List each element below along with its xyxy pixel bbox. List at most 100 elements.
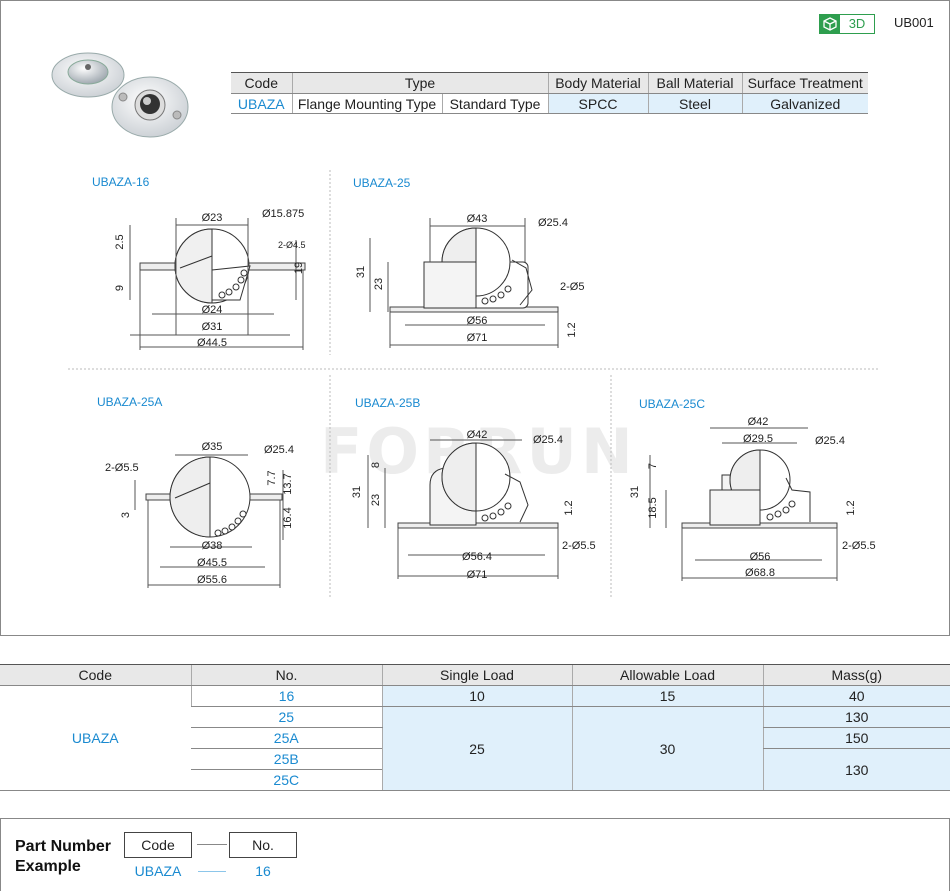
3d-view-button[interactable]: 3D [819, 14, 875, 34]
drawing-title-25a: UBAZA-25A [97, 395, 163, 409]
3d-label: 3D [848, 16, 866, 31]
spec-header-surface: Surface Treatment [741, 72, 868, 94]
dim: Ø15.875 [262, 208, 304, 220]
dim: Ø56 [467, 315, 488, 327]
dim: 7.7 [266, 470, 278, 485]
mass: 130 [762, 706, 950, 728]
dim: 18.5 [647, 497, 659, 518]
dim: 13.7 [282, 473, 294, 494]
allowable-load: 15 [571, 685, 763, 707]
dim: 8 [370, 462, 382, 468]
dim: Ø35 [202, 441, 223, 453]
dim: 1.2 [563, 500, 575, 515]
dim: Ø55.6 [197, 574, 227, 586]
dim: Ø56 [750, 551, 771, 563]
drawing-title-25: UBAZA-25 [353, 176, 411, 190]
drawing-title-25b: UBAZA-25B [355, 396, 421, 410]
dim: 1.2 [566, 322, 578, 337]
spec-body-material: SPCC [547, 93, 648, 114]
mass: 40 [762, 685, 950, 707]
cube-icon [820, 15, 840, 33]
single-load: 25 [381, 706, 572, 791]
dim: 2-Ø5.5 [105, 462, 139, 474]
dim: Ø45.5 [197, 557, 227, 569]
code-value: UBAZA [134, 863, 182, 879]
dim: 1.2 [845, 500, 857, 515]
dim: 31 [629, 486, 641, 498]
dim: Ø25.4 [815, 435, 845, 447]
model-number: UB001 [894, 15, 934, 30]
dim: Ø71 [467, 569, 488, 581]
drawing-ubaza-25: Ø43 Ø25.4 31 23 2-Ø5 Ø56 Ø71 1.2 [355, 213, 584, 348]
table-row-no[interactable]: 25C [191, 769, 382, 791]
part-number-title-line1: Part Number [15, 838, 112, 855]
dim: Ø44.5 [197, 337, 227, 349]
dim: Ø31 [202, 321, 223, 333]
dim: 2-Ø5.5 [562, 540, 596, 552]
table-row-no[interactable]: 25 [191, 706, 382, 728]
dim: Ø56.4 [462, 551, 492, 563]
drawing-ubaza-25a: Ø35 Ø25.4 2-Ø5.5 7.7 13.7 3 16.4 Ø38 Ø45… [105, 441, 294, 588]
dim: 23 [370, 494, 382, 506]
spec-header-ball-material: Ball Material [647, 72, 742, 94]
spec-code: UBAZA [231, 93, 292, 114]
table-row-no[interactable]: 16 [190, 685, 382, 707]
technical-drawings: Ø23 Ø15.875 2-Ø4.5 2.5 9 19 Ø24 Ø31 Ø44.… [68, 170, 880, 598]
loads-code: UBAZA [0, 685, 191, 791]
mass: 150 [762, 727, 950, 749]
loads-table: Code No. Single Load Allowable Load Mass… [0, 664, 950, 791]
dim: 2.5 [114, 234, 126, 249]
dim: 7 [647, 463, 659, 469]
dim: Ø71 [467, 332, 488, 344]
dim: Ø29.5 [743, 433, 773, 445]
single-load: 10 [381, 685, 572, 707]
code-box: Code [124, 832, 192, 858]
dim: 16.4 [282, 507, 294, 528]
loads-header-no: No. [190, 664, 382, 686]
spec-type-standard: Standard Type [441, 93, 548, 114]
drawing-ubaza-25c: Ø42 Ø29.5 Ø25.4 7 31 18.5 1.2 Ø56 2-Ø5.5… [629, 416, 876, 581]
dim: 31 [355, 266, 367, 278]
spec-type-mounting: Flange Mounting Type [291, 93, 442, 114]
loads-header-allowable: Allowable Load [571, 664, 763, 686]
dim: Ø42 [748, 416, 769, 428]
dim: 2-Ø5 [560, 281, 584, 293]
dim: Ø25.4 [533, 434, 563, 446]
dim: Ø23 [202, 212, 223, 224]
value-dash [198, 871, 226, 872]
dim: 9 [114, 285, 126, 291]
dim: Ø43 [467, 213, 488, 225]
spec-table: Code Type Body Material Ball Material Su… [231, 72, 868, 114]
loads-header-mass: Mass(g) [762, 664, 950, 686]
dim: 2-Ø4.5 [278, 240, 306, 250]
loads-header-code: Code [0, 664, 191, 686]
no-value: 16 [255, 863, 271, 879]
dim: Ø24 [202, 304, 223, 316]
product-photo [51, 52, 189, 138]
dim: 23 [373, 278, 385, 290]
part-number-example: Part Number Example Code No. UBAZA 16 [0, 818, 950, 891]
dim: Ø25.4 [538, 217, 568, 229]
dim: 19 [293, 262, 305, 274]
part-number-title-line2: Example [15, 858, 81, 875]
part-number-title: Part Number Example [15, 837, 111, 877]
drawing-title-16: UBAZA-16 [92, 175, 150, 189]
dim: 2-Ø5.5 [842, 540, 876, 552]
drawing-ubaza-16: Ø23 Ø15.875 2-Ø4.5 2.5 9 19 Ø24 Ø31 Ø44.… [114, 208, 306, 350]
separator-dash [197, 844, 227, 845]
dim: 3 [120, 512, 132, 518]
spec-header-code: Code [231, 72, 292, 94]
drawing-ubaza-25b: Ø42 Ø25.4 8 31 23 1.2 Ø56.4 2-Ø5.5 Ø71 [351, 429, 596, 581]
table-row-no[interactable]: 25A [191, 727, 382, 749]
dim: Ø68.8 [745, 567, 775, 579]
allowable-load: 30 [571, 706, 763, 791]
loads-header-single: Single Load [381, 664, 572, 686]
table-row-no[interactable]: 25B [191, 748, 382, 770]
spec-surface-treatment: Galvanized [741, 93, 868, 114]
mass: 130 [762, 748, 950, 791]
dim: Ø42 [467, 429, 488, 441]
spec-header-type: Type [291, 72, 548, 94]
spec-ball-material: Steel [647, 93, 742, 114]
spec-header-body-material: Body Material [547, 72, 648, 94]
dim: Ø38 [202, 540, 223, 552]
